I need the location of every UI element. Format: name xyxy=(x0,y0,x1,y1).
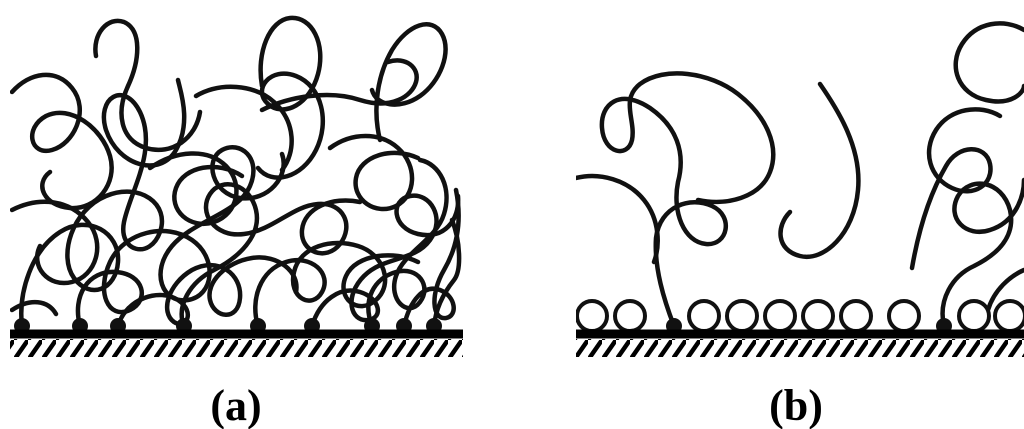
chain-b6 xyxy=(912,109,1000,268)
panel-a xyxy=(10,18,463,357)
chain-b1 xyxy=(602,73,773,326)
panel-b-adsorbed-beads xyxy=(577,301,1024,331)
adsorbed-bead-b9 xyxy=(959,301,989,331)
chain-b5 xyxy=(956,23,1024,101)
adsorbed-bead-b2 xyxy=(615,301,645,331)
adsorbed-bead-b4 xyxy=(727,301,757,331)
panel-label-b: (b) xyxy=(769,381,823,429)
chain-a19 xyxy=(12,302,56,314)
panel-b xyxy=(576,23,1024,357)
panel-b-substrate xyxy=(576,334,1024,357)
panel-label-a: (a) xyxy=(210,381,261,429)
chain-b3 xyxy=(781,84,859,257)
adsorbed-bead-b8 xyxy=(889,301,919,331)
panel-b-chains xyxy=(576,23,1024,326)
chain-b2 xyxy=(576,176,658,262)
adsorbed-bead-b5 xyxy=(765,301,795,331)
adsorbed-bead-b10 xyxy=(995,301,1024,331)
adsorbed-bead-b1 xyxy=(577,301,607,331)
adsorbed-bead-b6 xyxy=(803,301,833,331)
adsorbed-bead-b3 xyxy=(689,301,719,331)
chain-a10 xyxy=(12,75,112,208)
hatched-substrate-a xyxy=(10,339,463,357)
chain-a4 xyxy=(182,184,360,326)
chain-a16 xyxy=(330,136,418,209)
panel-a-chains xyxy=(12,18,459,326)
panel-a-substrate xyxy=(10,334,463,357)
chain-a15 xyxy=(372,24,446,140)
hatched-substrate-b xyxy=(576,339,1024,357)
adsorbed-bead-b7 xyxy=(841,301,871,331)
